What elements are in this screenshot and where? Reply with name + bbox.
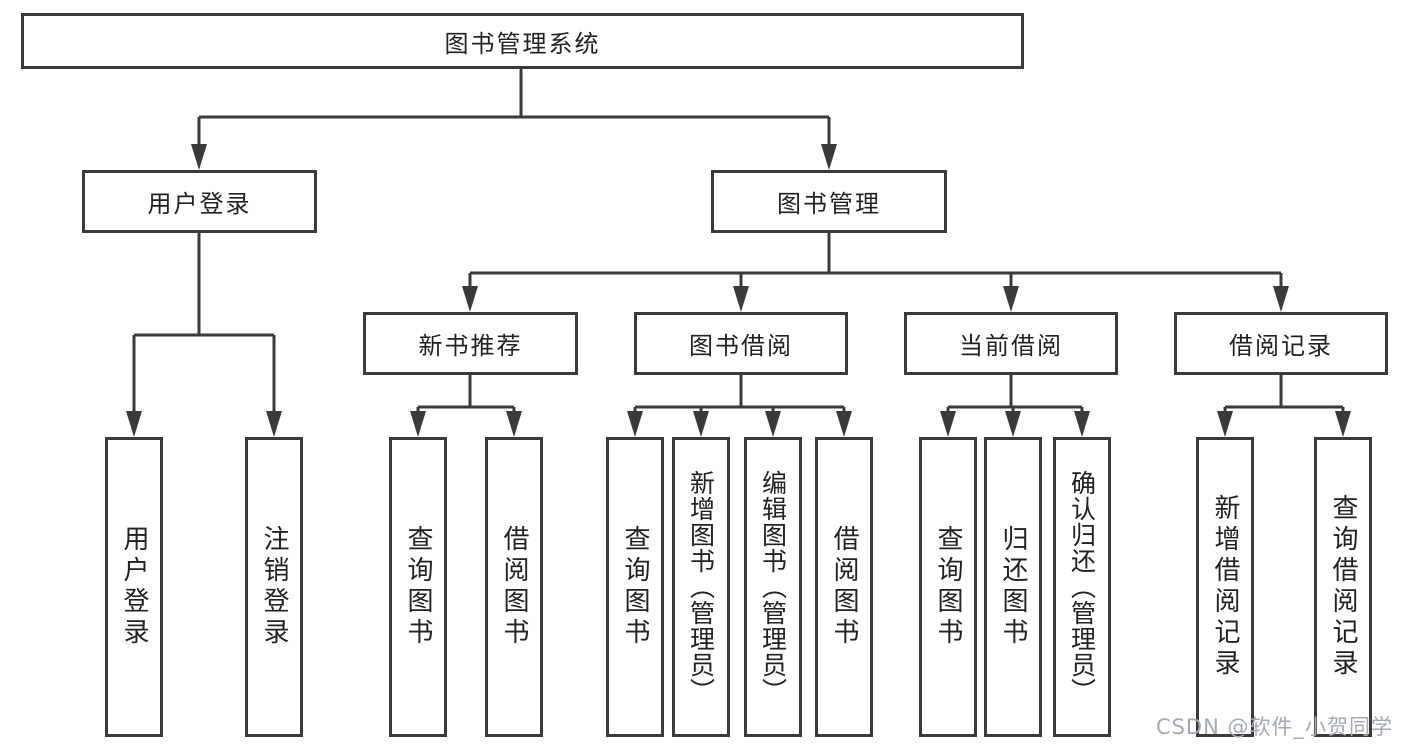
node-new-book-recommend-label: 新书推荐 xyxy=(418,332,523,360)
leaf-query-borrow-record-label: 查询借阅记录 xyxy=(1328,494,1358,680)
leaf-query-books-borrowing-label: 查询图书 xyxy=(620,525,650,649)
node-current-borrowing-label: 当前借阅 xyxy=(959,332,1063,360)
connector-root-to-level2 xyxy=(191,69,837,170)
leaf-query-books-current: 查询图书 xyxy=(919,437,977,737)
leaf-add-book-admin: 新增图书（管理员） xyxy=(672,437,730,737)
leaf-borrow-books-label: 借阅图书 xyxy=(829,525,859,649)
leaf-add-book-admin-label: 新增图书（管理员） xyxy=(686,470,716,704)
node-borrowing-records-label: 借阅记录 xyxy=(1229,332,1333,360)
leaf-user-login: 用户登录 xyxy=(105,437,163,737)
node-book-borrowing-label: 图书借阅 xyxy=(689,332,793,360)
connector-new-book-recommend-branch xyxy=(410,375,522,437)
node-current-borrowing: 当前借阅 xyxy=(904,312,1118,375)
leaf-query-books-recommend: 查询图书 xyxy=(389,437,447,737)
leaf-logout: 注销登录 xyxy=(245,437,303,737)
node-book-management: 图书管理 xyxy=(711,170,947,233)
connector-book-management-to-level3 xyxy=(462,233,1289,312)
leaf-return-book: 归还图书 xyxy=(984,437,1042,737)
leaf-query-borrow-record: 查询借阅记录 xyxy=(1314,437,1372,737)
node-borrowing-records: 借阅记录 xyxy=(1174,312,1388,375)
leaf-add-borrow-record-label: 新增借阅记录 xyxy=(1210,494,1240,680)
leaf-logout-label: 注销登录 xyxy=(259,525,289,649)
leaf-borrow-books-recommend-label: 借阅图书 xyxy=(499,525,529,649)
csdn-watermark: CSDN @软件_小贺同学 xyxy=(1155,715,1393,739)
leaf-query-books-borrowing: 查询图书 xyxy=(606,437,664,737)
node-book-borrowing: 图书借阅 xyxy=(634,312,848,375)
leaf-add-borrow-record: 新增借阅记录 xyxy=(1196,437,1254,737)
node-root-label: 图书管理系统 xyxy=(444,29,601,58)
leaf-query-books-recommend-label: 查询图书 xyxy=(403,525,433,649)
leaf-edit-book-admin: 编辑图书（管理员） xyxy=(744,437,802,737)
leaf-user-login-label: 用户登录 xyxy=(119,525,149,649)
connector-current-borrowing-branch xyxy=(940,375,1090,437)
node-user-login-label: 用户登录 xyxy=(147,190,252,218)
leaf-borrow-books: 借阅图书 xyxy=(815,437,873,737)
node-user-login: 用户登录 xyxy=(82,170,317,233)
leaf-return-book-label: 归还图书 xyxy=(998,525,1028,649)
node-book-management-label: 图书管理 xyxy=(777,190,881,218)
node-root: 图书管理系统 xyxy=(21,13,1024,69)
connector-borrowing-records-branch xyxy=(1217,375,1351,437)
connector-book-borrowing-branch xyxy=(627,375,852,437)
leaf-confirm-return-admin-label: 确认归还（管理员） xyxy=(1067,470,1097,704)
leaf-confirm-return-admin: 确认归还（管理员） xyxy=(1053,437,1111,737)
leaf-borrow-books-recommend: 借阅图书 xyxy=(485,437,543,737)
node-new-book-recommend: 新书推荐 xyxy=(363,312,578,375)
connector-user-login-branch xyxy=(126,233,282,437)
leaf-query-books-current-label: 查询图书 xyxy=(933,525,963,649)
leaf-edit-book-admin-label: 编辑图书（管理员） xyxy=(758,470,788,704)
